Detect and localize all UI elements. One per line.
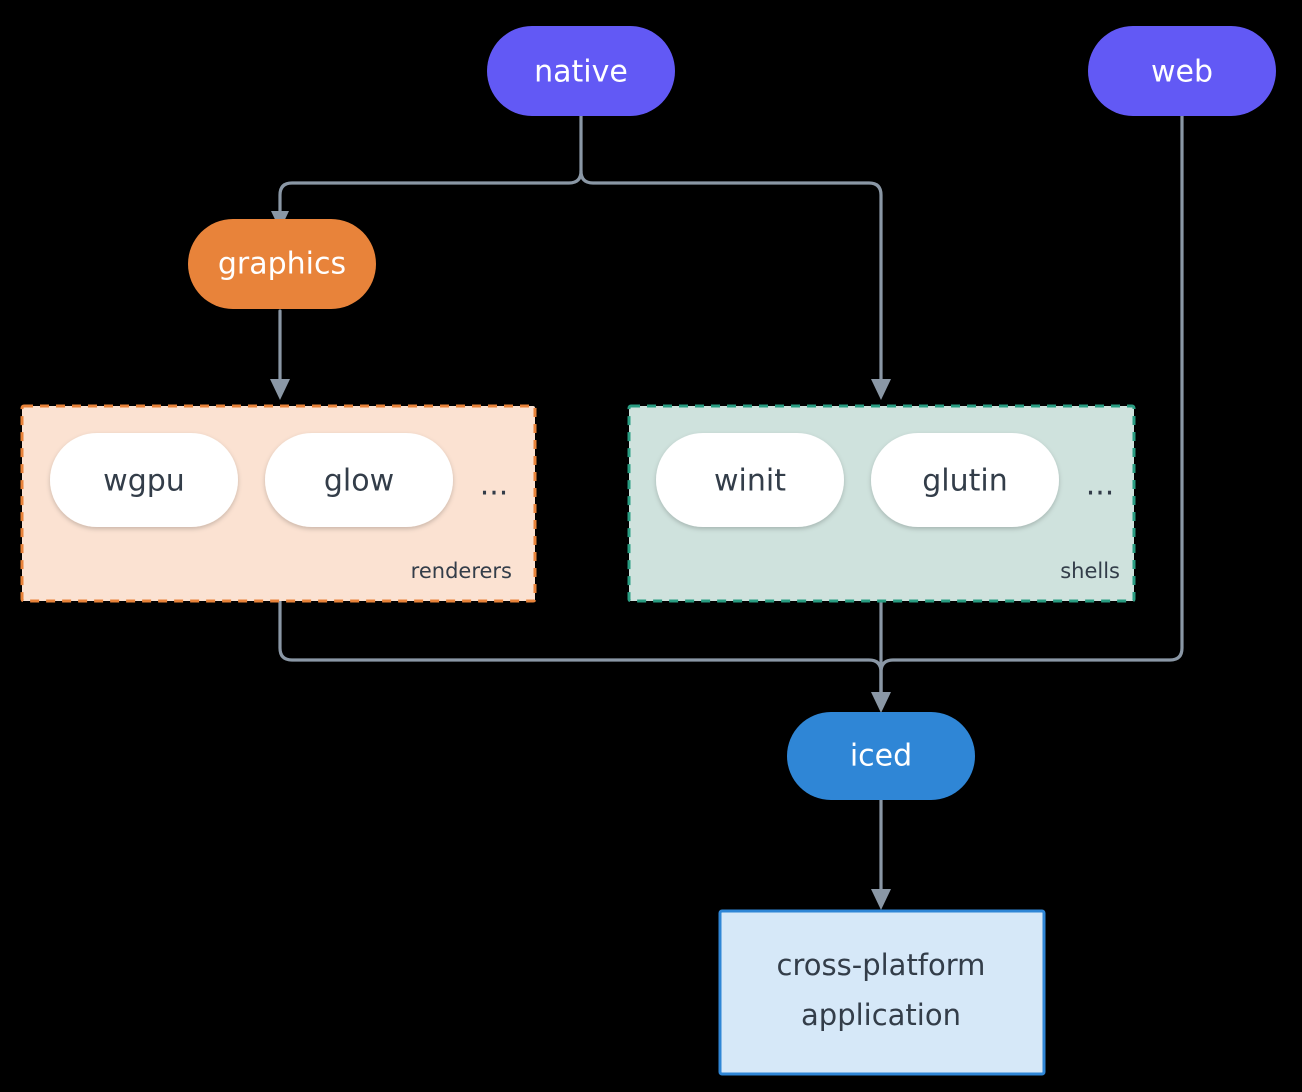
glutin-label: glutin <box>922 464 1008 499</box>
graphics-label: graphics <box>218 247 346 282</box>
arrowhead-native-shells <box>871 379 891 400</box>
native-pill[interactable] <box>487 26 675 116</box>
node-iced[interactable]: iced <box>787 712 975 800</box>
edge-native-shells <box>579 169 883 382</box>
glow-label: glow <box>324 464 394 499</box>
glutin-pill[interactable] <box>871 433 1059 527</box>
arrowhead-graphics-renderers <box>270 379 290 400</box>
renderers-item-glow[interactable]: glow <box>265 433 453 527</box>
arrowhead-iced-application <box>871 889 891 910</box>
edge-web-iced <box>879 111 1184 695</box>
edge-renderers-iced <box>278 599 883 695</box>
node-graphics[interactable]: graphics <box>188 219 376 309</box>
node-web[interactable]: web <box>1088 26 1276 116</box>
arrowhead-merge-iced <box>871 692 891 713</box>
application-label-line-2: application <box>801 998 961 1032</box>
web-label: web <box>1151 55 1213 90</box>
wgpu-label: wgpu <box>103 464 185 499</box>
shells-overflow-ellipsis: ... <box>1086 468 1115 503</box>
glow-pill[interactable] <box>265 433 453 527</box>
iced-pill[interactable] <box>787 712 975 800</box>
renderers-caption: renderers <box>411 559 512 583</box>
shells-item-winit[interactable]: winit <box>656 433 844 527</box>
shells-item-glutin[interactable]: glutin <box>871 433 1059 527</box>
application-label-line-1: cross-platform <box>777 948 986 982</box>
connector-layer <box>270 111 1184 910</box>
group-shells: winit glutin ... shells <box>627 404 1136 603</box>
renderers-overflow-ellipsis: ... <box>480 468 509 503</box>
edge-native-split <box>278 111 583 215</box>
winit-label: winit <box>714 464 786 499</box>
wgpu-pill[interactable] <box>50 433 238 527</box>
shells-caption: shells <box>1060 559 1120 583</box>
group-renderers: wgpu glow ... renderers <box>20 404 537 603</box>
graphics-pill[interactable] <box>188 219 376 309</box>
iced-label: iced <box>850 739 912 774</box>
node-application[interactable]: cross-platform application <box>718 909 1046 1076</box>
web-pill[interactable] <box>1088 26 1276 116</box>
node-native[interactable]: native <box>487 26 675 116</box>
renderers-item-wgpu[interactable]: wgpu <box>50 433 238 527</box>
winit-pill[interactable] <box>656 433 844 527</box>
application-box[interactable] <box>718 909 1046 1076</box>
native-label: native <box>534 55 628 90</box>
